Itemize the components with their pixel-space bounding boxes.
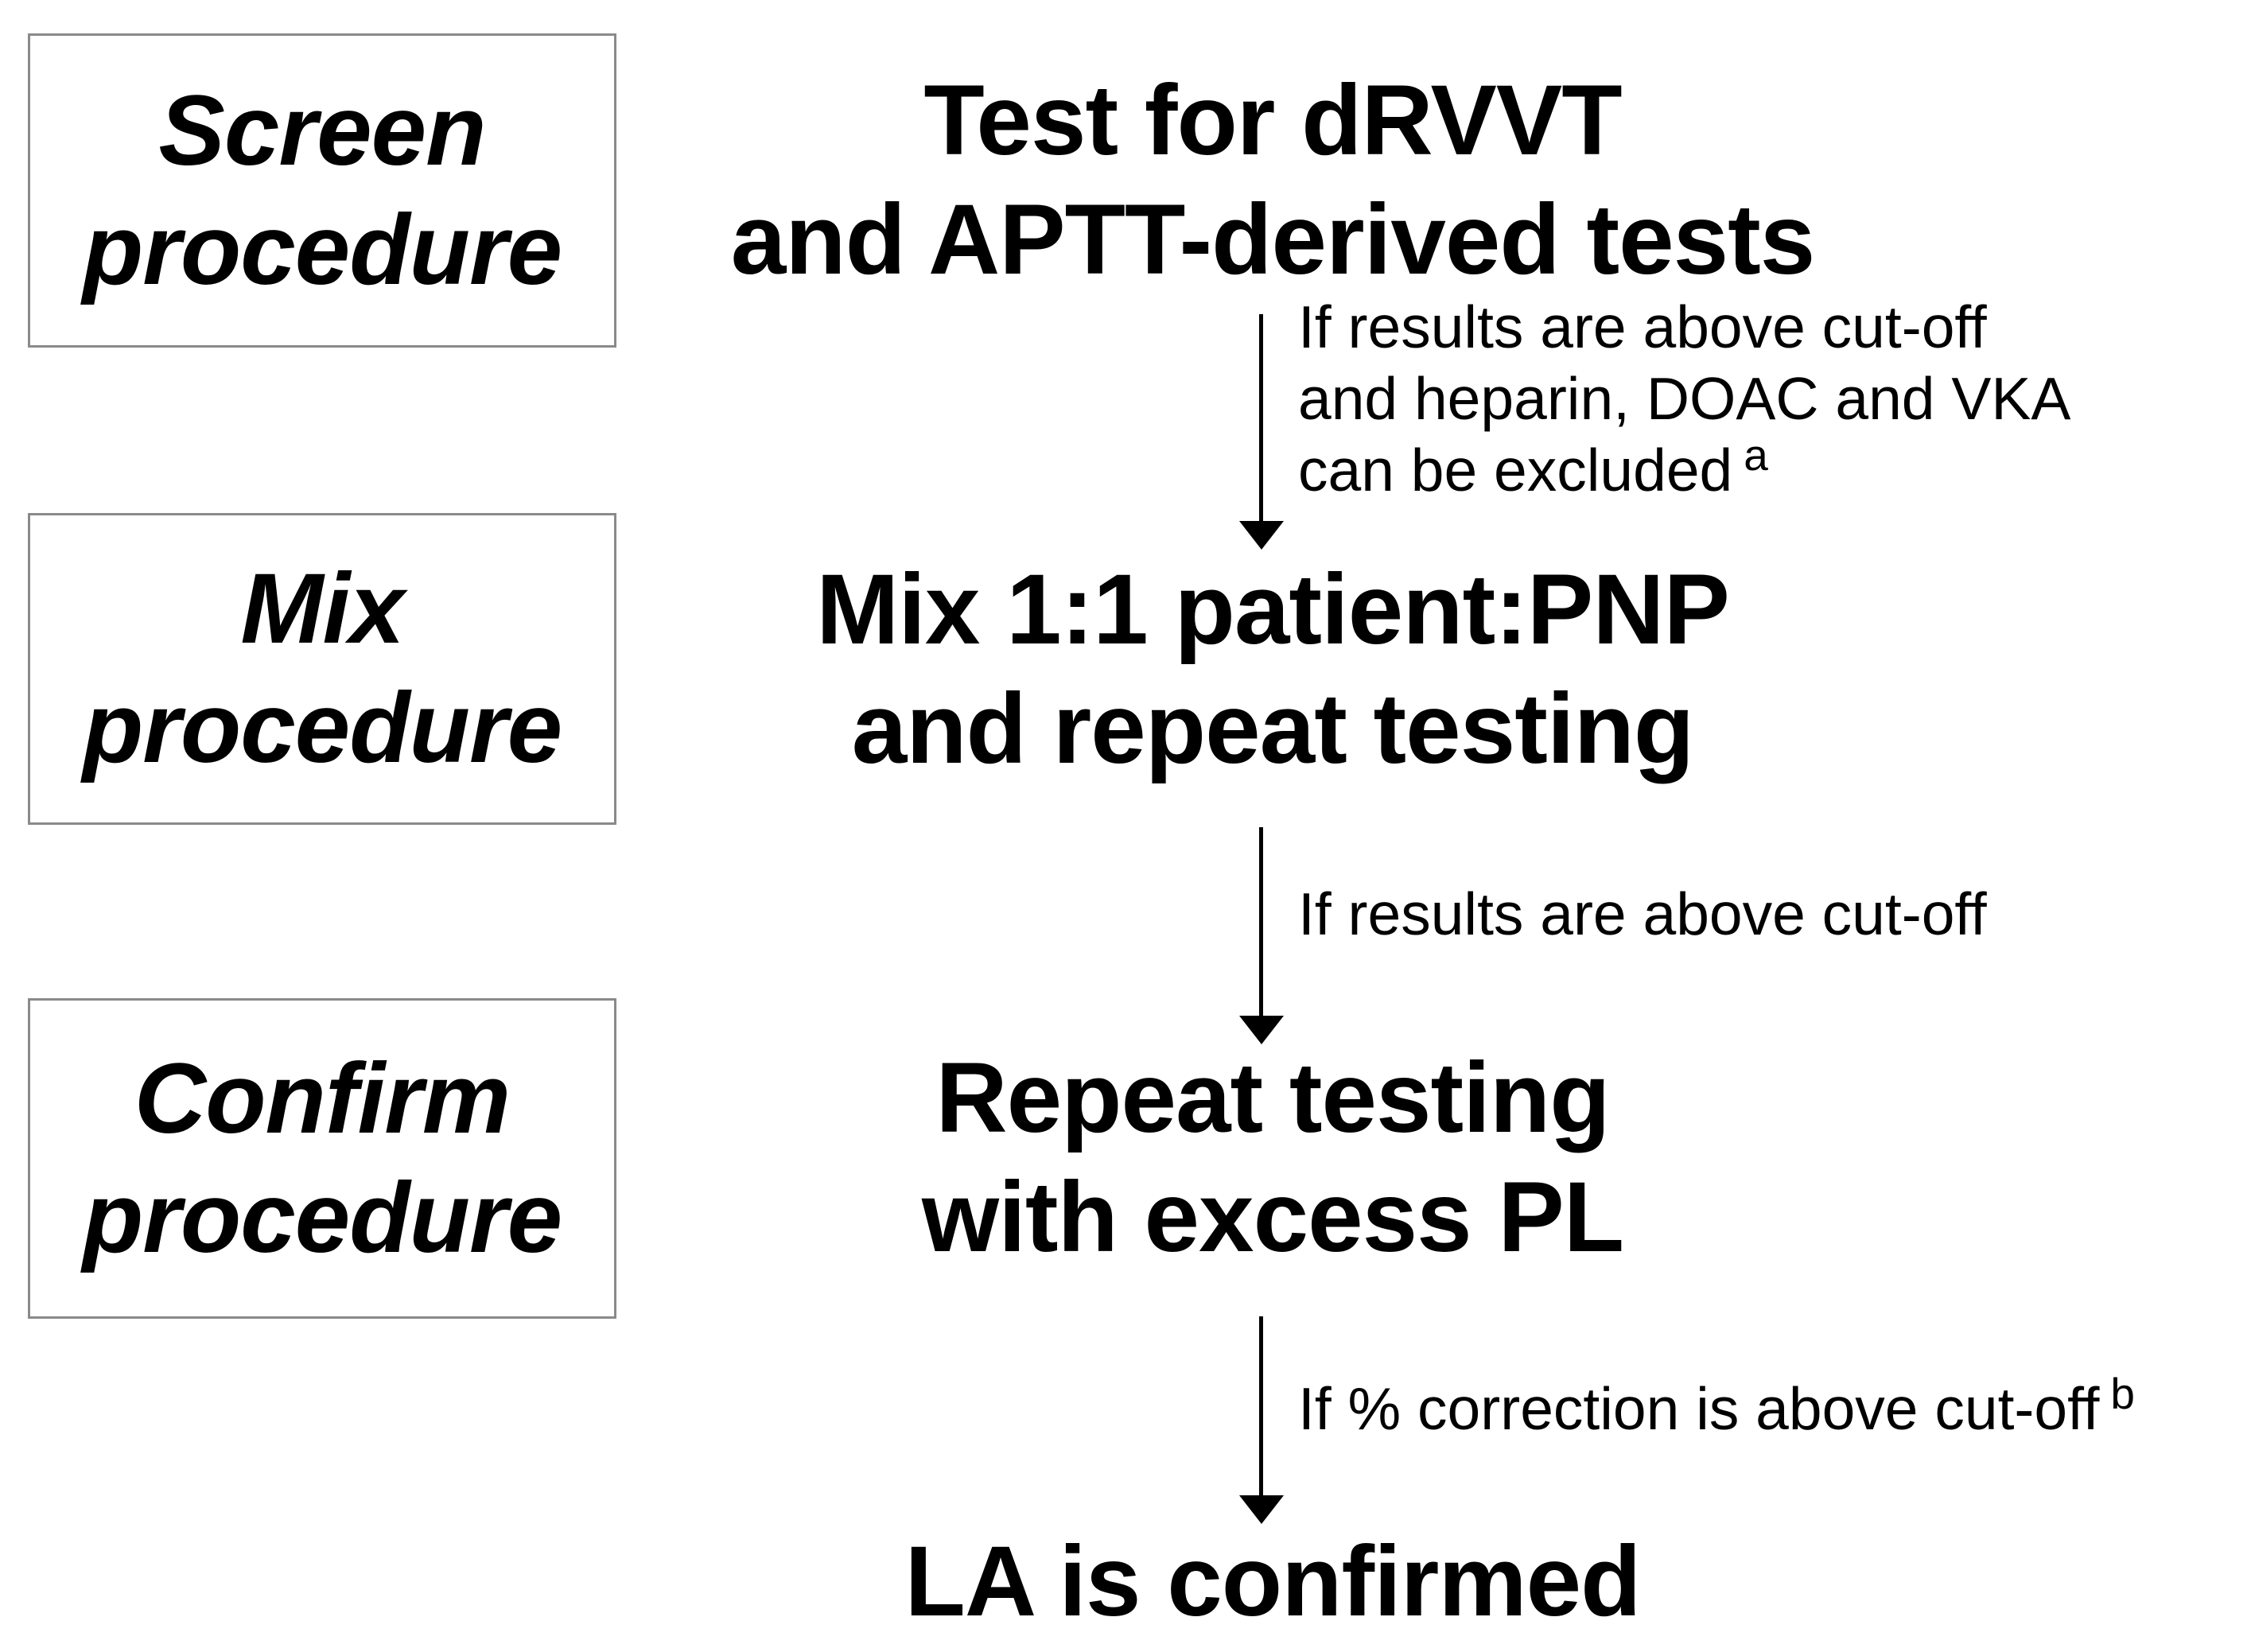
condition-line: If results are above cut-off bbox=[1298, 293, 1987, 360]
down-arrow-head-icon bbox=[1239, 1016, 1284, 1044]
mix-procedure-label: Mix procedure bbox=[83, 550, 562, 788]
arrow-condition-mix-to-confirm: If results are above cut-off bbox=[1298, 878, 1987, 950]
step-la-confirmed: LA is confirmed bbox=[636, 1522, 1909, 1642]
step-confirm-test: Repeat testing with excess PL bbox=[636, 1039, 1909, 1277]
box-label-line: Screen bbox=[158, 75, 487, 186]
confirm-procedure-label: Confirm procedure bbox=[83, 1040, 562, 1278]
condition-line: If results are above cut-off bbox=[1298, 880, 1987, 947]
down-arrow-icon bbox=[1259, 827, 1263, 1016]
box-label-line: procedure bbox=[82, 1162, 562, 1273]
step-screen-tests: Test for dRVVT and APTT-derived tests bbox=[636, 61, 1909, 300]
step-text-line: and APTT-derived tests bbox=[730, 185, 1816, 295]
step-text-line: with excess PL bbox=[921, 1162, 1624, 1273]
confirm-procedure-box: Confirm procedure bbox=[28, 998, 616, 1319]
step-text-line: Repeat testing bbox=[935, 1043, 1610, 1153]
condition-line: and heparin, DOAC and VKA bbox=[1298, 365, 2071, 432]
box-label-line: Confirm bbox=[134, 1043, 511, 1154]
down-arrow-head-icon bbox=[1239, 1495, 1284, 1524]
footnote-marker-b: b bbox=[2110, 1369, 2136, 1418]
step-text-line: Mix 1:1 patient:PNP bbox=[816, 554, 1730, 665]
box-label-line: procedure bbox=[82, 194, 562, 305]
mix-procedure-box: Mix procedure bbox=[28, 513, 616, 825]
box-label-line: procedure bbox=[82, 673, 562, 783]
arrow-condition-screen-to-mix: If results are above cut-off and heparin… bbox=[1298, 291, 2070, 506]
step-text-line: Test for dRVVT bbox=[923, 65, 1622, 176]
step-text-line: and repeat testing bbox=[851, 674, 1695, 784]
down-arrow-icon bbox=[1259, 1316, 1263, 1495]
step-text-line: LA is confirmed bbox=[904, 1526, 1642, 1637]
down-arrow-icon bbox=[1259, 314, 1263, 521]
screen-procedure-label: Screen procedure bbox=[83, 72, 562, 310]
box-label-line: Mix bbox=[240, 554, 404, 664]
screen-procedure-box: Screen procedure bbox=[28, 33, 616, 348]
step-mix-test: Mix 1:1 patient:PNP and repeat testing bbox=[636, 550, 1909, 789]
footnote-marker-a: a bbox=[1744, 430, 1768, 480]
down-arrow-head-icon bbox=[1239, 521, 1284, 550]
